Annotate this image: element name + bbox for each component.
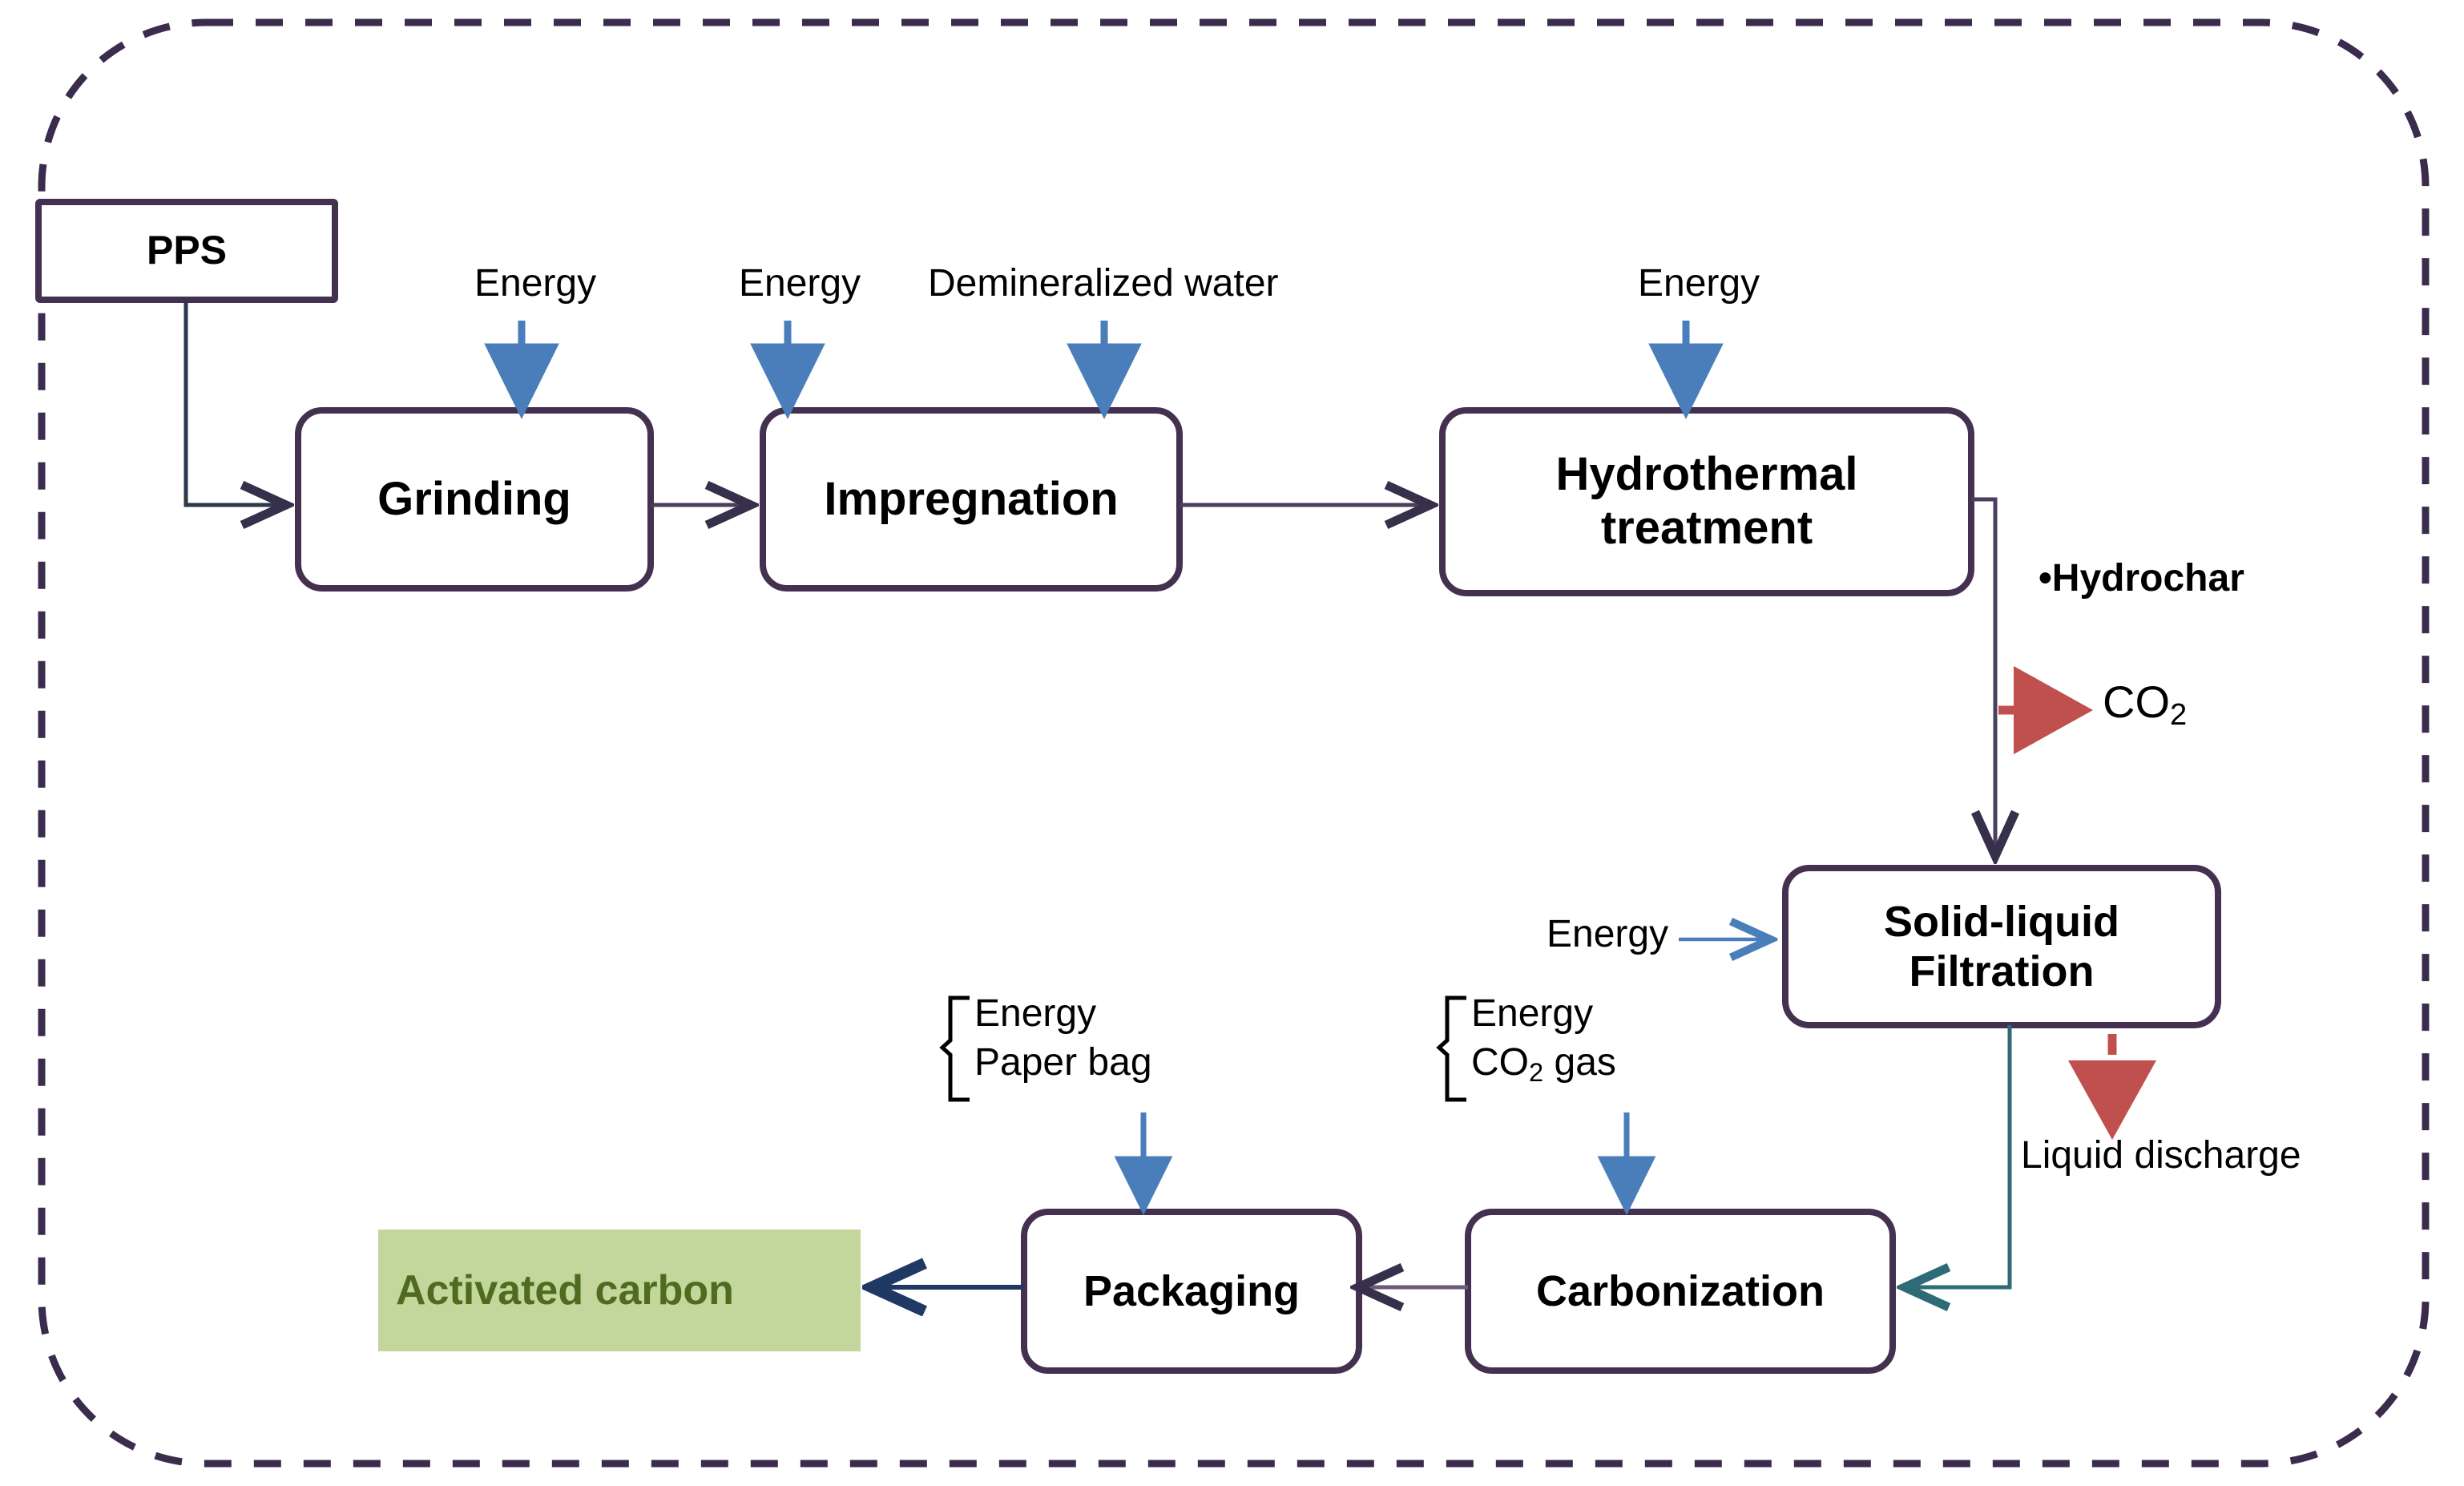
node-hydrothermal[interactable]: [1439, 407, 1974, 596]
output-label-hydrochar: •Hydrochar: [2039, 557, 2244, 600]
input-label-energy-hydrothermal: Energy: [1638, 262, 1760, 305]
node-label-product: Activated carbon: [396, 1267, 734, 1314]
input-label-demineralized-water: Demineralized water: [928, 262, 1279, 305]
bracket-carbonization-inputs: [1436, 995, 1466, 1102]
node-grinding[interactable]: [295, 407, 654, 592]
node-impregnation[interactable]: [760, 407, 1183, 592]
input-group-packaging-line-2: Paper bag: [974, 1041, 1152, 1084]
node-packaging[interactable]: [1021, 1209, 1362, 1374]
output-label-liquid-discharge: Liquid discharge: [2021, 1134, 2301, 1177]
input-group-packaging-line-1: Energy: [974, 992, 1097, 1035]
input-group-carbonization-line-1: Energy: [1471, 992, 1594, 1035]
input-label-energy-impregnation: Energy: [739, 262, 861, 305]
input-group-packaging: Energy Paper bag: [974, 989, 1152, 1088]
node-product[interactable]: [378, 1230, 861, 1351]
output-label-co2: CO2: [2103, 676, 2188, 733]
bracket-packaging-inputs: [939, 995, 970, 1102]
input-group-carbonization: Energy CO2 gas: [1471, 989, 1616, 1089]
flow-hydrothermal-to-filtration: [1971, 497, 1995, 852]
flow-filtration-to-carbonization: [1909, 1025, 2012, 1287]
input-label-energy-filtration: Energy: [1547, 913, 1669, 955]
node-filtration[interactable]: [1782, 865, 2221, 1028]
input-group-carbonization-line-2: CO2 gas: [1471, 1041, 1616, 1088]
node-pps[interactable]: [35, 199, 338, 303]
input-label-energy-grinding: Energy: [474, 262, 597, 305]
node-carbonization[interactable]: [1465, 1209, 1896, 1374]
flow-pps-to-grinding: [183, 300, 282, 505]
